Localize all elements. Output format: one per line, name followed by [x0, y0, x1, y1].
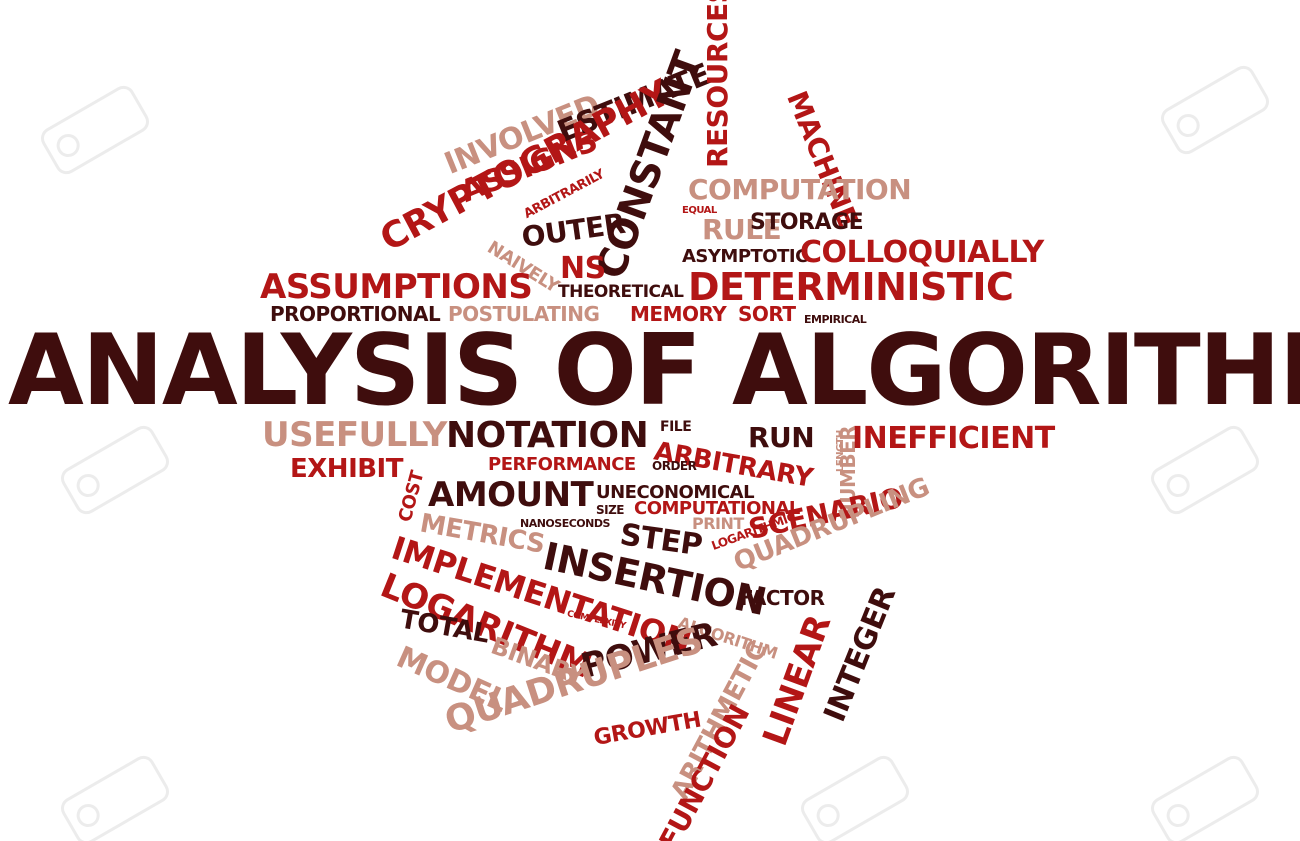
word-colloquially: COLLOQUIALLY — [800, 235, 1044, 270]
word-computational: COMPUTATIONAL — [634, 498, 800, 519]
word-factor: FACTOR — [740, 586, 825, 610]
word-linear: LINEAR — [755, 610, 840, 752]
watermark-logo — [1142, 747, 1267, 841]
word-ns: NS — [560, 251, 606, 286]
word-usefully: USEFULLY — [262, 415, 447, 455]
word-resources: RESOURCES — [701, 0, 734, 168]
main-title: ANALYSIS OF ALGORITHMS — [8, 314, 1300, 428]
word-empirical: EMPIRICAL — [804, 313, 867, 326]
word-nanoseconds: NANOSECONDS — [520, 517, 610, 530]
word-inefficient: INEFFICIENT — [852, 421, 1055, 456]
word-deterministic: DETERMINISTIC — [688, 265, 1014, 309]
word-postulating: POSTULATING — [448, 302, 600, 326]
watermark-logo — [52, 417, 177, 524]
watermark-logo — [1152, 57, 1277, 164]
word-order: ORDER — [652, 459, 697, 473]
word-print: PRINT — [692, 514, 744, 533]
word-rule: RULE — [702, 213, 782, 246]
word-uneconomical: UNECONOMICAL — [596, 482, 755, 503]
word-performance: PERFORMANCE — [488, 454, 636, 475]
word-run: RUN — [748, 421, 815, 454]
word-equal: EQUAL — [682, 205, 717, 216]
word-theoretical: THEORETICAL — [558, 282, 684, 302]
watermark-logo — [792, 747, 917, 841]
word-storage: STORAGE — [750, 210, 864, 235]
word-growth: GROWTH — [591, 707, 703, 751]
word-integer: INTEGER — [817, 582, 904, 727]
watermark-logo — [1142, 417, 1267, 524]
word-size: SIZE — [596, 503, 625, 517]
word-file: FILE — [660, 419, 692, 435]
word-amount: AMOUNT — [428, 475, 594, 515]
word-memory: MEMORY — [630, 302, 727, 326]
word-notation: NOTATION — [446, 415, 649, 456]
word-assumptions: ASSUMPTIONS — [260, 267, 533, 307]
word-proportional: PROPORTIONAL — [270, 302, 441, 326]
word-exhibit: EXHIBIT — [290, 454, 403, 484]
watermark-logo — [52, 747, 177, 841]
word-asymptotic: ASYMPTOTIC — [682, 246, 808, 267]
word-sort: SORT — [738, 302, 796, 326]
word-computation: COMPUTATION — [688, 173, 912, 206]
watermark-logo — [32, 77, 157, 184]
